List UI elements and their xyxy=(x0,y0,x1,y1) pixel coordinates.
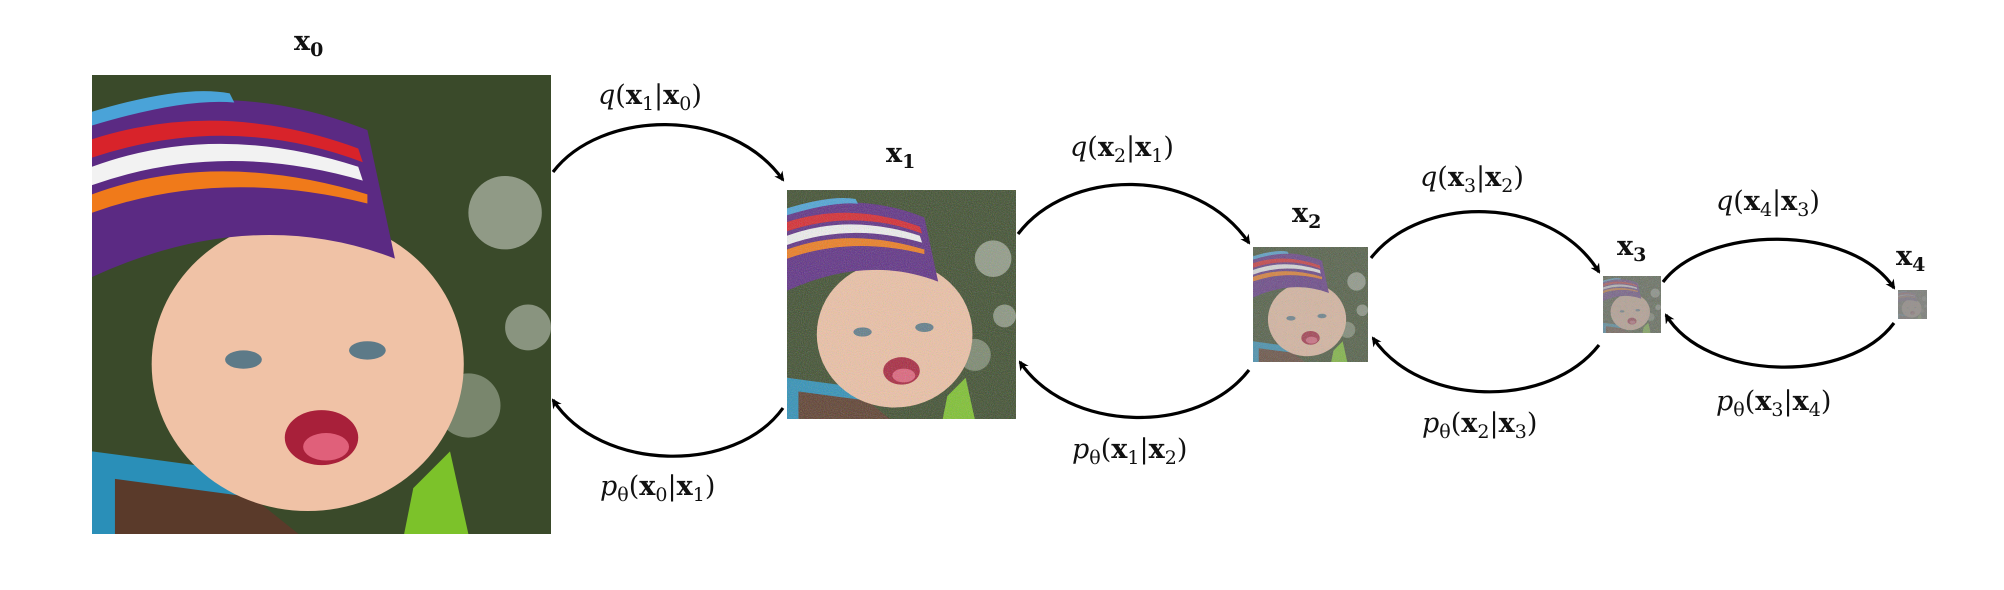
forward-arrow-2 xyxy=(1016,182,1251,245)
node-label-x1: x1 xyxy=(886,138,916,173)
forward-arrow-4 xyxy=(1661,237,1896,290)
forward-label-q-x2-x1: q(x2|x1) xyxy=(1070,132,1174,167)
image-x1 xyxy=(787,190,1016,419)
forward-label-q-x1-x0: q(x1|x0) xyxy=(598,80,702,115)
image-x4 xyxy=(1898,290,1927,319)
image-x2 xyxy=(1253,247,1368,362)
reverse-label-p-x3-x4: pθ(x3|x4) xyxy=(1716,386,1832,421)
forward-arrow-3 xyxy=(1369,210,1601,274)
reverse-arrow-2 xyxy=(1018,360,1251,419)
reverse-label-p-x0-x1: pθ(x0|x1) xyxy=(600,471,716,506)
forward-arrow-1 xyxy=(551,123,785,182)
forward-label-q-x3-x2: q(x3|x2) xyxy=(1420,162,1524,197)
reverse-label-p-x2-x3: pθ(x2|x3) xyxy=(1422,408,1538,443)
reverse-arrow-1 xyxy=(551,398,785,458)
node-label-x4: x4 xyxy=(1896,241,1926,276)
image-x0 xyxy=(92,75,551,534)
reverse-arrow-3 xyxy=(1371,336,1601,394)
node-label-x2: x2 xyxy=(1292,198,1322,233)
reverse-label-p-x1-x2: pθ(x1|x2) xyxy=(1072,434,1188,469)
forward-label-q-x4-x3: q(x4|x3) xyxy=(1716,186,1820,221)
node-label-x3: x3 xyxy=(1617,231,1647,266)
image-x3 xyxy=(1603,276,1661,333)
reverse-arrow-4 xyxy=(1664,313,1896,369)
node-label-x0: x0 xyxy=(294,26,324,61)
